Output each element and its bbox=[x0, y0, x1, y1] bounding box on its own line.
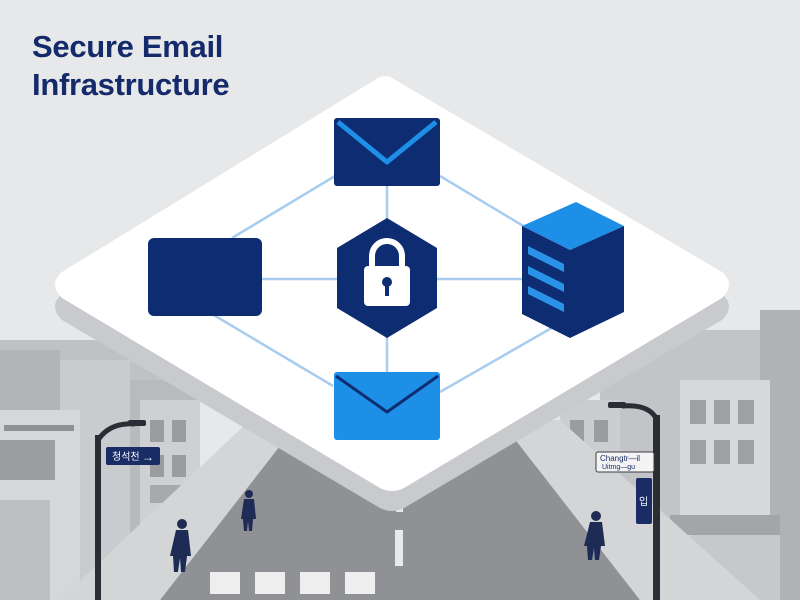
padlock-icon bbox=[337, 218, 437, 338]
envelope-icon bbox=[334, 372, 440, 440]
connector-lines bbox=[211, 174, 556, 394]
page-title: Secure Email Infrastructure bbox=[32, 28, 230, 104]
sign-right-line-1: Changtr—il bbox=[600, 454, 640, 463]
street-sign-right: Changtr—il Uitmg—gu 입 bbox=[595, 451, 655, 524]
arrow-right-icon: → bbox=[142, 450, 154, 464]
envelope-icon bbox=[334, 118, 440, 186]
title-line-1: Secure Email bbox=[32, 29, 224, 64]
pedestrians bbox=[170, 490, 605, 572]
sign-left-label: 청석천 bbox=[112, 451, 140, 463]
street-sign-left: 청석천 → bbox=[106, 447, 160, 465]
street-lamp-right bbox=[608, 402, 660, 600]
title-line-2: Infrastructure bbox=[32, 67, 230, 102]
sign-right-line-2: Uitmg—gu bbox=[602, 464, 635, 471]
blank-panel-icon bbox=[148, 238, 262, 316]
sign-right-vertical: 입 bbox=[639, 495, 648, 508]
street-lamp-left bbox=[95, 420, 146, 600]
street bbox=[60, 420, 760, 600]
server-icon bbox=[522, 202, 624, 338]
